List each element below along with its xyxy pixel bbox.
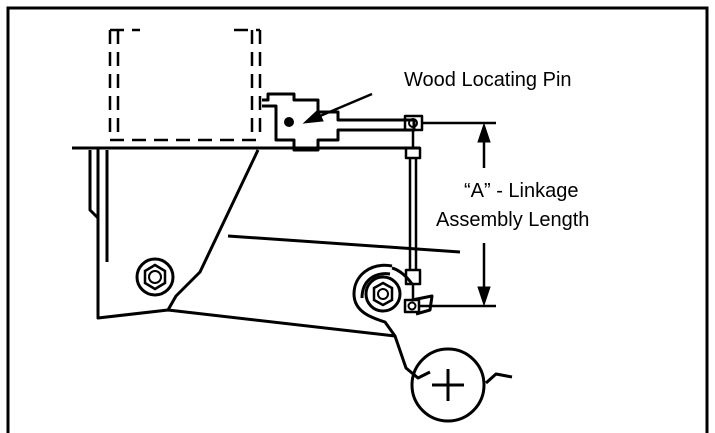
main-bracket xyxy=(88,148,396,338)
rail-line xyxy=(227,234,461,254)
locating-pin-dot xyxy=(284,117,294,127)
left-hex-nut xyxy=(135,257,175,297)
pin-leader-arrow xyxy=(302,92,373,124)
right-hex-nut xyxy=(364,275,402,313)
dimension-label-line1: “A” - Linkage xyxy=(464,180,579,202)
pivot-arm xyxy=(352,263,513,385)
dimension-extension-lines xyxy=(419,121,496,308)
wood-block xyxy=(108,28,262,142)
dimension-arrow xyxy=(477,122,491,307)
locating-pin-block xyxy=(262,92,416,152)
linkage-rod xyxy=(403,114,424,314)
shaft-cross-circle xyxy=(410,347,486,423)
pin-label: Wood Locating Pin xyxy=(404,69,572,91)
frame-border xyxy=(6,6,709,433)
dimension-label-line2: Assembly Length xyxy=(436,209,589,231)
